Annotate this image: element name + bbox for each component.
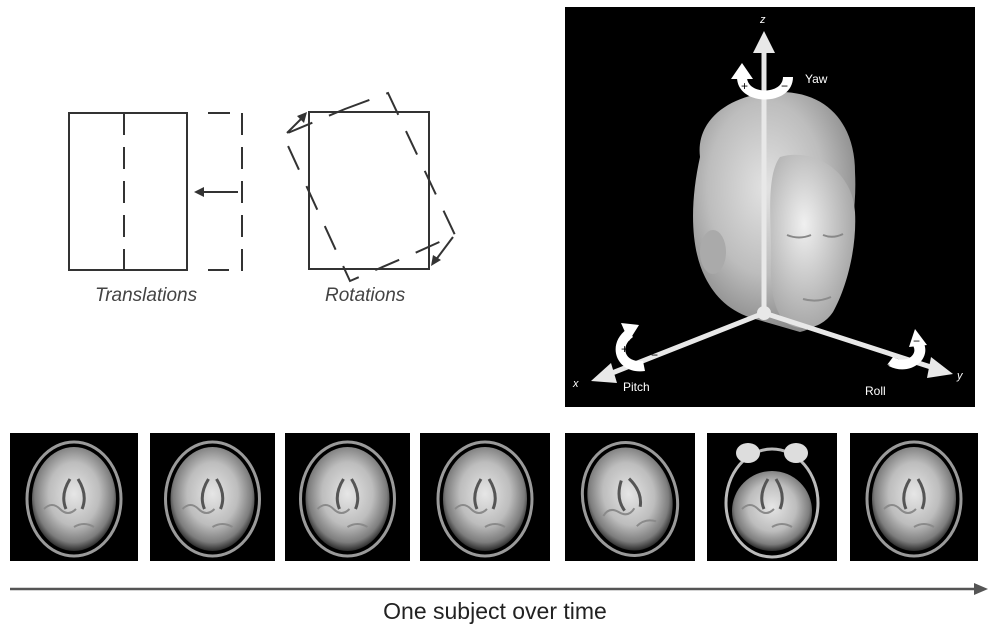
eye-orbit-right bbox=[784, 443, 808, 463]
translations-diagram bbox=[60, 105, 255, 275]
z-arrow-head bbox=[753, 31, 775, 53]
brain-tissue bbox=[32, 447, 116, 551]
yaw-arrow-head bbox=[731, 63, 753, 79]
rotation-box bbox=[309, 112, 429, 269]
brain-tissue bbox=[872, 447, 956, 551]
roll-plus: + bbox=[883, 358, 890, 372]
x-arrow-head bbox=[591, 363, 617, 383]
y-axis-label: y bbox=[956, 370, 964, 382]
brain-tissue bbox=[171, 447, 255, 551]
brain-scan-4 bbox=[420, 433, 550, 561]
brain-scan-2 bbox=[150, 433, 275, 561]
pitch-plus: + bbox=[621, 342, 628, 356]
yaw-label: Yaw bbox=[805, 72, 828, 86]
brain-scan-7 bbox=[850, 433, 978, 561]
brain-tissue bbox=[306, 447, 390, 551]
head-face bbox=[770, 155, 855, 328]
ear-icon bbox=[700, 230, 726, 274]
rotation-arrow-bottom bbox=[435, 237, 453, 261]
yaw-plus: + bbox=[741, 79, 748, 93]
origin-point bbox=[757, 306, 771, 320]
brain-tissue bbox=[577, 438, 684, 559]
brain-scan-1 bbox=[10, 433, 138, 561]
brain-scan-6 bbox=[707, 433, 837, 561]
rotations-diagram bbox=[275, 85, 465, 285]
head-axes-panel: z x y Yaw Pitch Roll + − + − + − bbox=[565, 7, 975, 407]
translation-box-solid bbox=[69, 113, 187, 270]
x-axis-label: x bbox=[572, 378, 579, 390]
rotations-caption: Rotations bbox=[325, 285, 405, 307]
brain-tissue bbox=[443, 447, 527, 551]
y-arrow-head bbox=[927, 357, 953, 378]
brain-scan-5 bbox=[565, 433, 695, 561]
roll-minus: − bbox=[913, 334, 920, 348]
eye-orbit-left bbox=[736, 443, 760, 463]
z-axis-label: z bbox=[759, 14, 766, 26]
yaw-minus: − bbox=[781, 79, 788, 93]
brain-scan-3 bbox=[285, 433, 410, 561]
head-model bbox=[693, 92, 855, 332]
roll-label: Roll bbox=[865, 384, 886, 398]
timeline-arrow-head bbox=[974, 583, 988, 595]
pitch-label: Pitch bbox=[623, 380, 650, 394]
translations-caption: Translations bbox=[95, 285, 197, 307]
translation-arrow-head bbox=[194, 187, 204, 197]
timeline-arrow bbox=[8, 582, 990, 596]
timeline-label: One subject over time bbox=[0, 598, 990, 625]
head-axes-figure: z x y Yaw Pitch Roll + − + − + − bbox=[565, 7, 975, 407]
pitch-minus: − bbox=[651, 348, 658, 362]
